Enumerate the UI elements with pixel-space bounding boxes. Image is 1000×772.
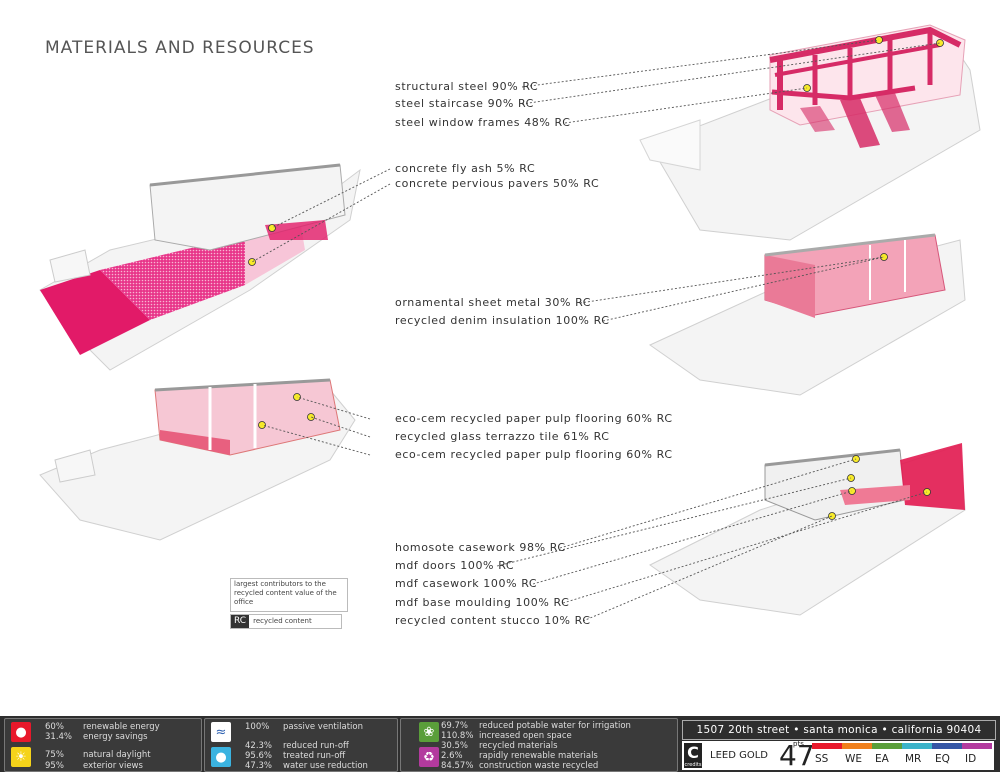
footer-col-materials: ❀ ♻ 69.7%reduced potable water for irrig… (400, 718, 678, 772)
callout-homosote-casework: homosote casework 98% RC (395, 541, 566, 554)
diagram-steel-structure (639, 24, 981, 241)
callout-structural-steel: structural steel 90% RC (395, 80, 539, 93)
stat-row: 110.8%increased open space (441, 731, 572, 741)
diagram-flooring (39, 378, 356, 541)
address: 1507 20th street • santa monica • califo… (682, 720, 996, 740)
category-label-ss: SS (815, 753, 829, 765)
stat-row: 75%natural daylight (45, 750, 151, 760)
callout-mdf-casework: mdf casework 100% RC (395, 577, 538, 590)
callout-stucco: recycled content stucco 10% RC (395, 614, 591, 627)
category-bar-mr (902, 743, 932, 749)
category-label-ea: EA (875, 753, 889, 765)
callout-concrete-fly-ash: concrete fly ash 5% RC (395, 162, 536, 175)
stat-row: 2.6%rapidly renewable materials (441, 751, 598, 761)
callout-paper-pulp-flooring-1: eco-cem recycled paper pulp flooring 60%… (395, 412, 673, 425)
diagram-sheet-metal (648, 233, 966, 396)
rc-tag: RC (231, 615, 250, 628)
category-label-eq: EQ (935, 753, 950, 765)
callout-terrazzo-tile: recycled glass terrazzo tile 61% RC (395, 430, 610, 443)
callout-mdf-base-moulding: mdf base moulding 100% RC (395, 596, 570, 609)
stat-row: 95%exterior views (45, 761, 143, 771)
callout-denim-insulation: recycled denim insulation 100% RC (395, 314, 610, 327)
footer-col-energy: ● ☀ 60%renewable energy 31.4%energy savi… (4, 718, 202, 772)
category-bar-ss (812, 743, 842, 749)
category-bar-we (842, 743, 872, 749)
callout-steel-staircase: steel staircase 90% RC (395, 97, 534, 110)
callout-steel-window-frames: steel window frames 48% RC (395, 116, 571, 129)
sun-icon: ☀ (11, 747, 31, 767)
stat-row: 100%passive ventilation (245, 722, 363, 732)
category-label-we: WE (845, 753, 863, 765)
stat-row: 95.6%treated run-off (245, 751, 346, 761)
callout-concrete-pavers: concrete pervious pavers 50% RC (395, 177, 600, 190)
stat-row: 42.3%reduced run-off (245, 741, 349, 751)
water-drop-icon: ● (211, 747, 231, 767)
recycle-icon: ♻ (419, 747, 439, 767)
category-label-id: ID (965, 753, 977, 765)
callout-paper-pulp-flooring-2: eco-cem recycled paper pulp flooring 60%… (395, 448, 673, 461)
wind-icon: ≈ (211, 722, 231, 742)
leed-level: LEED GOLD (710, 750, 768, 761)
diagram-concrete (39, 163, 361, 371)
diagram-casework (649, 443, 966, 616)
page-title: MATERIALS AND RESOURCES (45, 38, 315, 58)
category-bar-id (962, 743, 992, 749)
legend-description: largest contributors to the recycled con… (230, 578, 348, 612)
plant-icon: ❀ (419, 722, 439, 742)
leed-points: 47 (779, 739, 815, 772)
callout-mdf-doors: mdf doors 100% RC (395, 559, 515, 572)
stat-row: 31.4%energy savings (45, 732, 148, 742)
leader-lines (251, 39, 941, 622)
energy-icon: ● (11, 722, 31, 742)
stat-row: 84.57%construction waste recycled (441, 761, 599, 771)
axonometric-diagrams (39, 24, 981, 622)
stat-row: 47.3%water use reduction (245, 761, 368, 771)
rc-label: recycled content (253, 617, 312, 625)
category-label-mr: MR (905, 753, 922, 765)
stat-row: 69.7%reduced potable water for irrigatio… (441, 721, 631, 731)
footer-col-water: ≈ ● 100%passive ventilation 42.3%reduced… (204, 718, 398, 772)
category-bar-ea (872, 743, 902, 749)
leed-points-label: pts (793, 740, 804, 748)
stat-row: 30.5%recycled materials (441, 741, 558, 751)
stat-row: 60%renewable energy (45, 722, 160, 732)
callout-ornamental-sheet-metal: ornamental sheet metal 30% RC (395, 296, 592, 309)
category-bar-eq (932, 743, 962, 749)
